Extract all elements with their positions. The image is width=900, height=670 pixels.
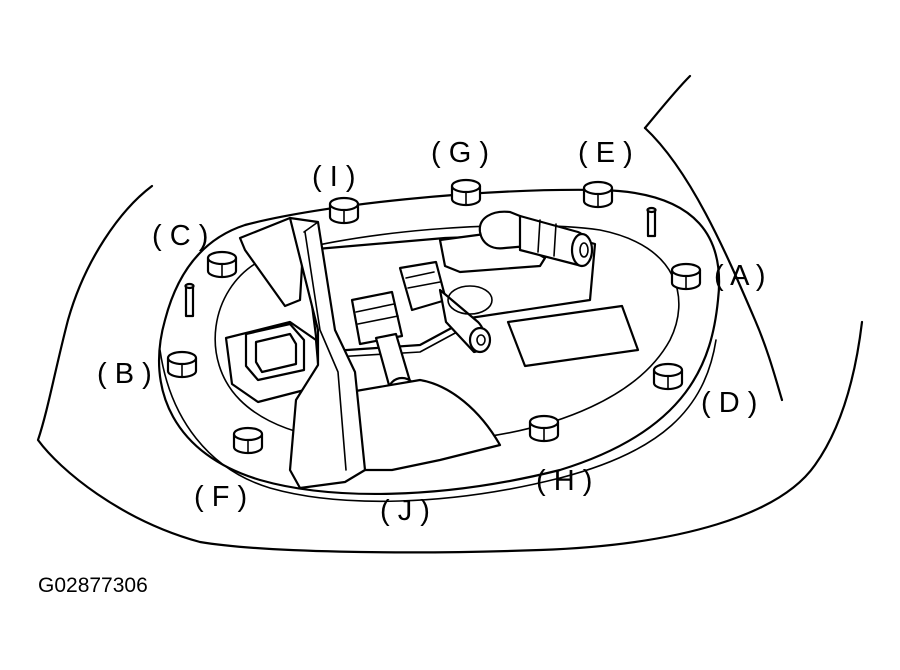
- callout-g: ( G ): [431, 137, 489, 169]
- electrical-connector: [224, 320, 322, 404]
- nut-d: [652, 362, 684, 391]
- callout-f: ( F ): [194, 481, 247, 513]
- nut-h: [528, 414, 560, 443]
- tank-seam-line: [643, 126, 784, 402]
- nut-b: [166, 350, 198, 379]
- callout-d: ( D ): [701, 387, 757, 419]
- tank-outline: [36, 184, 864, 554]
- nut-i: [328, 196, 360, 225]
- nut-a: [670, 262, 702, 291]
- locating-pin-right: [646, 206, 657, 238]
- callout-a: ( A ): [714, 260, 766, 292]
- callout-c: ( C ): [152, 220, 208, 252]
- callout-j: ( J ): [380, 495, 430, 527]
- fuel-hose-connector-middle: [398, 260, 493, 354]
- callout-i: ( I ): [312, 161, 356, 193]
- callout-h: ( H ): [536, 465, 592, 497]
- figure-id-label: G02877306: [38, 574, 148, 597]
- nut-c: [206, 250, 238, 279]
- tank-upper-right-edge: [643, 74, 692, 130]
- lower-bracket: [343, 378, 502, 472]
- label-plate: [506, 304, 640, 368]
- retaining-clip: [238, 216, 367, 490]
- nut-e: [582, 180, 614, 209]
- callout-e: ( E ): [578, 137, 633, 169]
- nut-f: [232, 426, 264, 455]
- outlet-elbow-fitting: [438, 210, 594, 274]
- flange-lower-rim: [159, 339, 717, 503]
- locating-pin-left: [184, 282, 195, 318]
- flange-outer-edge: [157, 188, 721, 496]
- callout-b: ( B ): [97, 358, 152, 390]
- nut-g: [450, 178, 482, 207]
